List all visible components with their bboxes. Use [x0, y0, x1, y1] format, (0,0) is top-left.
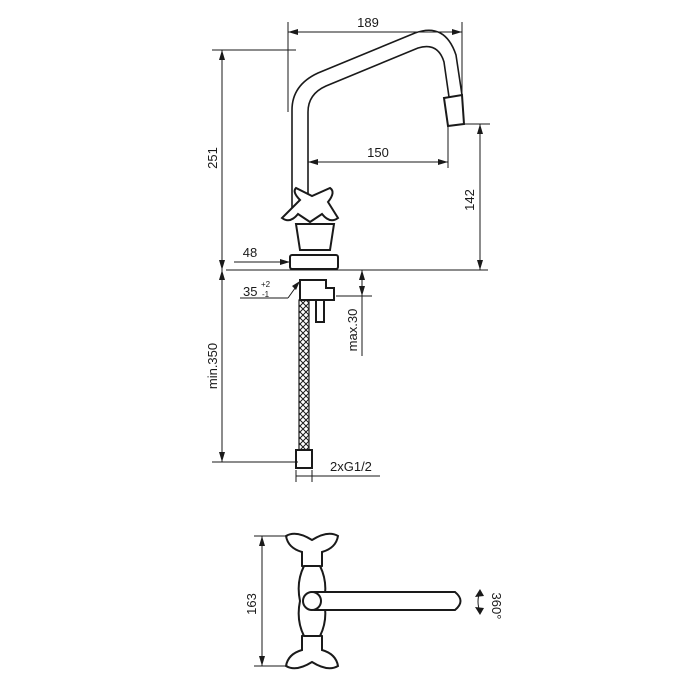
faucet-front-view: [226, 29, 488, 469]
dim-max30: max.30: [345, 309, 360, 352]
arrow-163-top: [259, 536, 265, 546]
arrow-max30-top: [359, 270, 365, 280]
dim-g12: 2xG1/2: [330, 459, 372, 474]
rotation-arrow-top: [475, 589, 484, 597]
dim-min350: min.350: [205, 343, 220, 389]
arrow-142-top: [477, 124, 483, 134]
handle-cross: [280, 186, 340, 224]
dim-35-tol-minus: -1: [262, 290, 270, 299]
arrow-163-bottom: [259, 656, 265, 666]
dim-48: 48: [243, 245, 257, 260]
flexible-hose: [298, 299, 310, 451]
dim-150: 150: [367, 145, 389, 160]
arrow-48: [280, 259, 290, 265]
arrow-max30-bottom: [359, 286, 365, 296]
arrow-189-left: [288, 29, 298, 35]
spout-nozzle: [442, 93, 466, 128]
fixing-rod: [315, 299, 325, 323]
arrow-142-bottom: [477, 260, 483, 270]
dim-35-tol-plus: +2: [261, 280, 271, 289]
dim-189: 189: [357, 15, 379, 30]
plan-spout: [309, 591, 462, 611]
plan-spout-hub: [302, 591, 322, 611]
arrow-35: [292, 281, 300, 290]
rotation-arrow-bottom: [475, 607, 484, 615]
base-nut: [289, 254, 339, 270]
spout-inner-line: [307, 45, 450, 215]
dim-360: 360°: [489, 593, 504, 620]
dim-251: 251: [205, 147, 220, 169]
arrow-251-bottom: [219, 260, 225, 270]
front-dimensions: 189 150 251 142 48 35 +2 -1: [205, 15, 490, 482]
dim-35: 35: [243, 284, 257, 299]
arrow-150-left: [308, 159, 318, 165]
arrow-189-right: [452, 29, 462, 35]
faucet-plan-view: 163 360°: [244, 532, 504, 670]
arrow-min350-bottom: [219, 452, 225, 462]
arrow-150-right: [438, 159, 448, 165]
dim-142: 142: [462, 189, 477, 211]
valve-body: [294, 223, 336, 251]
fixing-nut: [299, 279, 335, 301]
spout-outer-line: [291, 29, 463, 215]
dim-163: 163: [244, 593, 259, 615]
plan-handle-top: [284, 532, 340, 570]
hose-end-fitting: [295, 449, 313, 469]
plan-handle-bottom: [284, 632, 340, 670]
arrow-min350-top: [219, 270, 225, 280]
arrow-251-top: [219, 50, 225, 60]
